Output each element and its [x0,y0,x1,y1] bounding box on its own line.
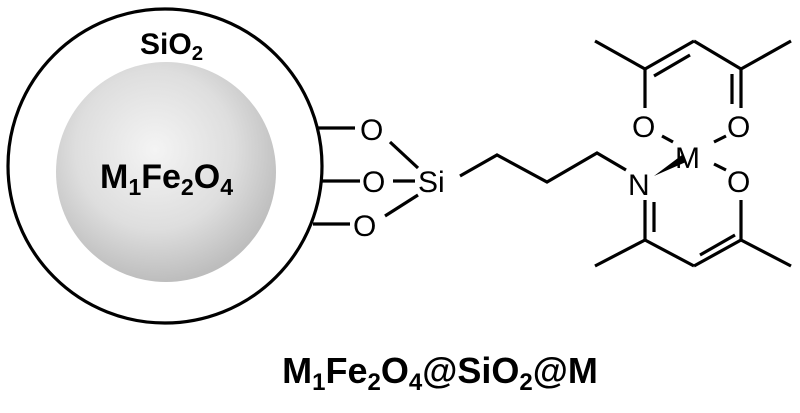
c-c-double-inner-bottom [699,233,736,257]
atom-si: Si [418,166,445,199]
atom-o-3: O [353,210,376,243]
o-si-bond-3 [384,193,419,218]
c-c-bond-top-right [693,39,742,71]
c-c-double-inner-top [653,53,691,78]
atom-o-right: O [727,166,750,199]
core-label: M1Fe2O4 [100,158,234,200]
ferrite-core [56,62,276,282]
shell-label: SiO2 [140,28,204,66]
o-si-bond-1 [388,140,420,170]
o-m-bond-tr [713,134,727,144]
methyl-bond-tl [594,39,646,71]
o-m-bond-r [713,162,727,172]
diagram-caption: M1Fe2O4@SiO2@M [282,350,598,396]
o-m-bond-tl [661,134,674,144]
n-m-coordination-wedge [654,155,686,176]
methyl-bond-bl [594,238,646,268]
atom-o-top-left: O [632,111,655,144]
atom-o-top-right: O [727,111,750,144]
methyl-bond-br [740,238,792,268]
atom-n: N [628,169,650,202]
propyl-chain [459,151,627,184]
c-c-bond-top-left [644,39,695,71]
c-c-bond-bottom-right [693,238,742,268]
c-c-bond-bottom-left [644,238,695,268]
methyl-bond-tr [740,39,792,71]
atom-o-1: O [360,114,383,147]
atom-o-2: O [362,166,385,199]
